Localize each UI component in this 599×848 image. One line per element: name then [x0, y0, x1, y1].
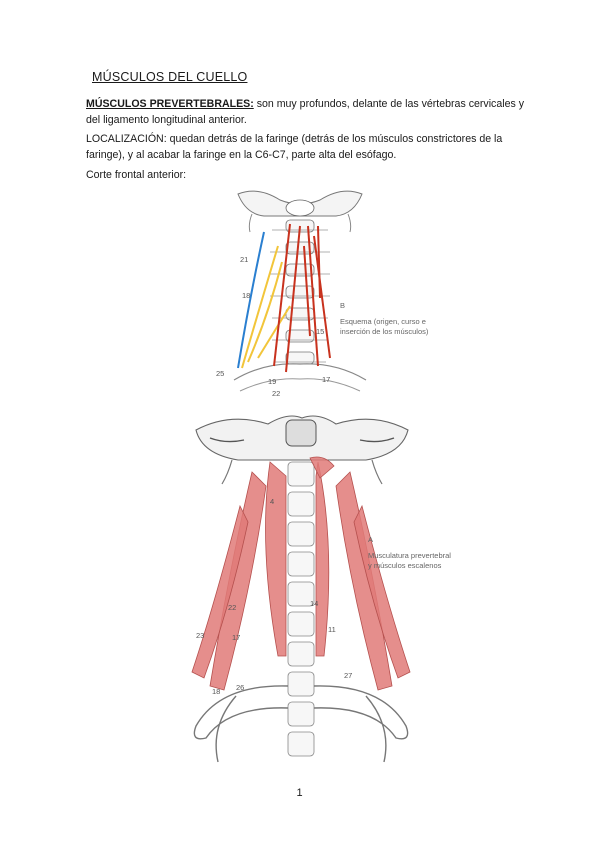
- caption-b-line2: inserción de los músculos): [340, 327, 429, 336]
- diagram-bottom-ribs: [193, 685, 409, 763]
- diagram-bottom-skull-base: [195, 415, 409, 485]
- label-22: 22: [272, 389, 280, 398]
- paragraph-lead: MÚSCULOS PREVERTEBRALES:: [86, 98, 254, 110]
- label-14: 14: [310, 599, 318, 608]
- label-4: 4: [270, 497, 274, 506]
- label-17: 17: [322, 375, 330, 384]
- label-25: 25: [216, 369, 224, 378]
- caption-letter-a: A: [368, 535, 373, 544]
- diagram-top-lines: [237, 223, 331, 373]
- caption-a-line2: y músculos escalenos: [368, 561, 442, 570]
- diagram-top-spine: [233, 219, 367, 392]
- label-27: 27: [344, 671, 352, 680]
- label-17: 17: [232, 633, 240, 642]
- label-19: 19: [268, 377, 276, 386]
- label-18: 18: [212, 687, 220, 696]
- label-11: 11: [328, 625, 336, 634]
- label-21: 21: [240, 255, 248, 264]
- label-18: 18: [242, 291, 250, 300]
- paragraph-text: son muy profundos, delante de las vérteb…: [86, 98, 525, 126]
- caption-letter-b: B: [340, 301, 345, 310]
- page-title: MÚSCULOS DEL CUELLO: [92, 70, 248, 84]
- paragraph-localizacion: LOCALIZACIÓN: quedan detrás de la faring…: [86, 133, 503, 161]
- caption-a-line1: Musculatura prevertebral: [368, 551, 451, 560]
- label-23: 23: [196, 631, 204, 640]
- diagram-bottom-spine: [287, 461, 315, 757]
- anatomy-illustration: 21 18 25 19 22 15 17 B Esquema (origen, …: [191, 190, 451, 763]
- label-26: 26: [236, 683, 244, 692]
- paragraph-corte: Corte frontal anterior:: [86, 169, 187, 181]
- anatomy-figure: 21 18 25 19 22 15 17 B Esquema (origen, …: [140, 186, 462, 776]
- label-22: 22: [228, 603, 236, 612]
- caption-b-line1: Esquema (origen, curso e: [340, 317, 426, 326]
- diagram-bottom-muscles: [191, 456, 411, 691]
- paragraph-prevertebrales: MÚSCULOS PREVERTEBRALES: son muy profund…: [86, 96, 526, 128]
- page-number: 1: [296, 787, 303, 799]
- diagram-top-skull-base: [237, 190, 363, 233]
- label-15: 15: [316, 327, 324, 336]
